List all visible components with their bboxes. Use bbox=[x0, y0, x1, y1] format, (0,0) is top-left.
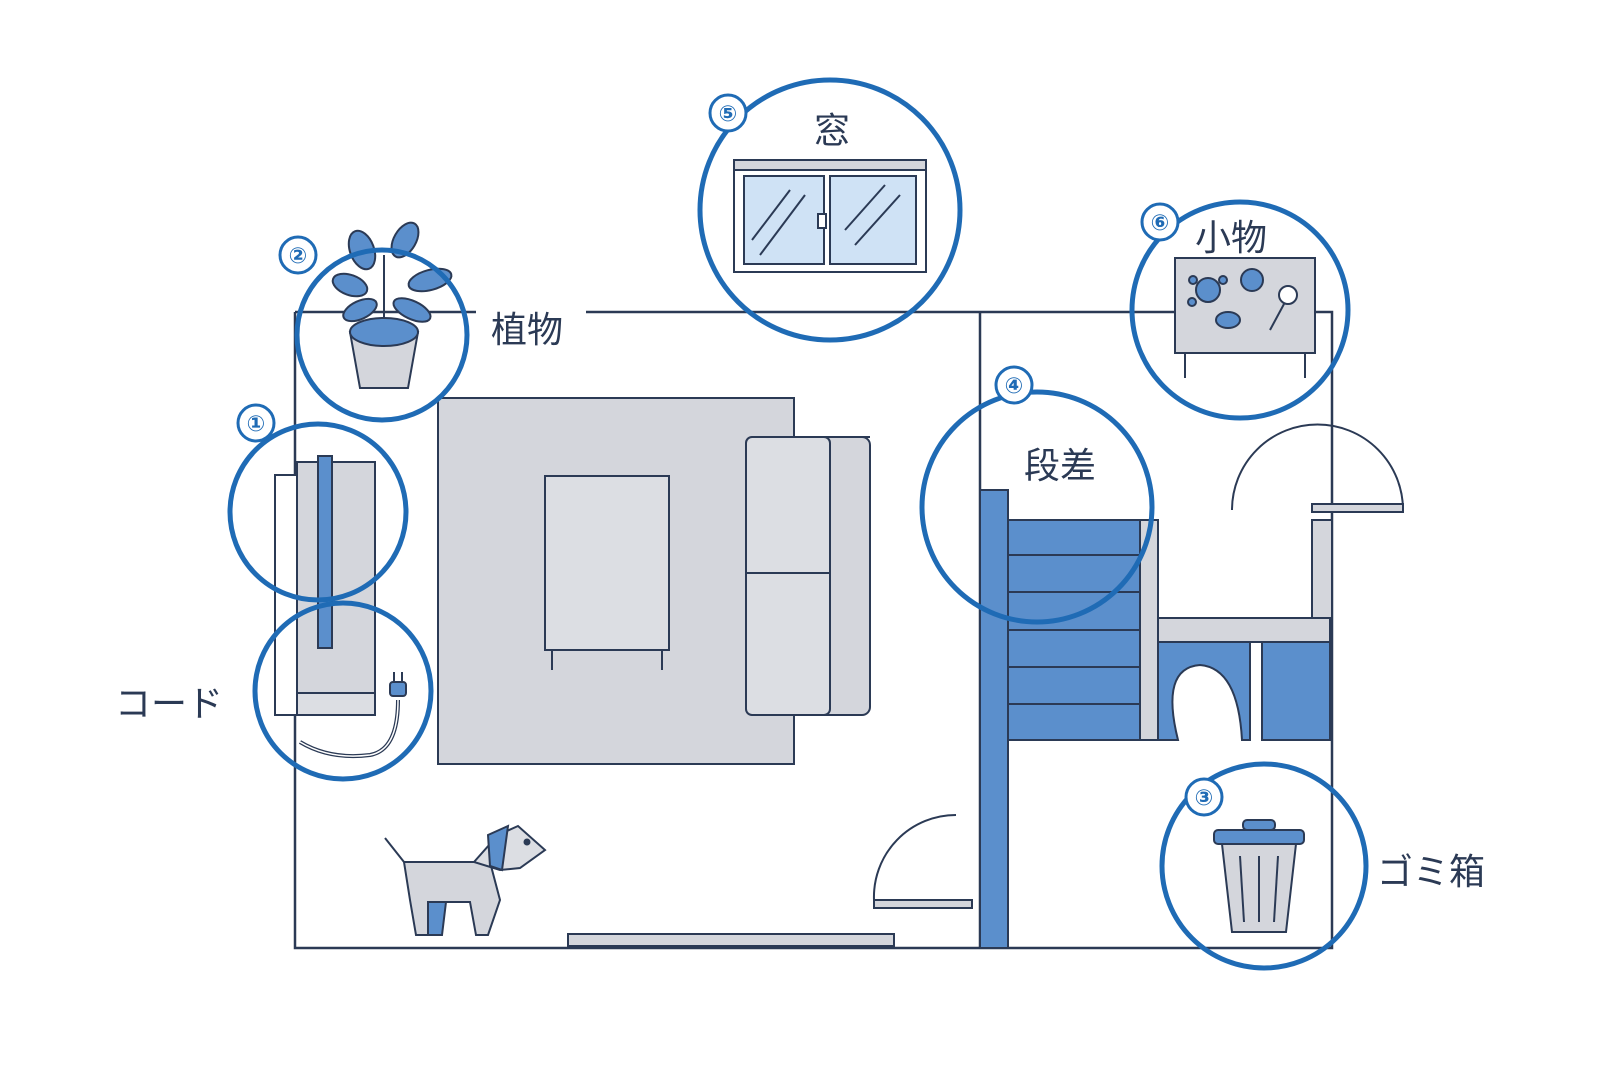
number-badges: ① ② ③ ④ ⑤ ⑥ bbox=[236, 93, 1224, 817]
hazard-highlight-circles bbox=[227, 77, 1369, 971]
highlight-circle-1 bbox=[227, 421, 409, 603]
stairs-icon bbox=[979, 489, 1333, 949]
badge-number-2: ② bbox=[289, 244, 308, 269]
badge-number-4: ④ bbox=[1005, 374, 1024, 399]
highlight-circle-5 bbox=[697, 77, 963, 343]
cabinet bbox=[274, 455, 376, 716]
highlight-circle-6 bbox=[1129, 199, 1351, 421]
small-items-icon bbox=[1174, 257, 1316, 378]
highlight-circle-cord bbox=[252, 600, 434, 782]
label-step: 段差 bbox=[1024, 446, 1096, 487]
cord-plug-icon bbox=[298, 672, 407, 759]
label-cord: コード bbox=[115, 684, 223, 725]
highlight-circle-2 bbox=[294, 247, 470, 423]
trash-can-icon bbox=[1213, 819, 1305, 933]
label-trash-can: ゴミ箱 bbox=[1377, 852, 1485, 893]
sofa bbox=[745, 436, 871, 716]
highlight-circle-4 bbox=[919, 389, 1155, 625]
label-window: 窓 bbox=[814, 111, 850, 152]
badge-number-3: ③ bbox=[1195, 786, 1214, 811]
doorway-threshold bbox=[567, 933, 895, 947]
label-plant: 植物 bbox=[491, 310, 563, 351]
badge-number-6: ⑥ bbox=[1151, 211, 1170, 236]
highlight-circle-3 bbox=[1159, 761, 1369, 971]
label-small-items: 小物 bbox=[1195, 218, 1267, 259]
dog-icon bbox=[384, 824, 547, 936]
window-icon bbox=[733, 159, 927, 273]
door-swing-right bbox=[1231, 423, 1404, 513]
door-swing-bottom bbox=[872, 814, 973, 909]
badge-number-5: ⑤ bbox=[719, 102, 738, 127]
coffee-table bbox=[544, 475, 670, 670]
hazard-labels: コード 植物 ゴミ箱 段差 窓 小物 bbox=[115, 111, 1485, 893]
badge-number-1: ① bbox=[247, 412, 266, 437]
potted-plant-icon bbox=[331, 221, 453, 389]
